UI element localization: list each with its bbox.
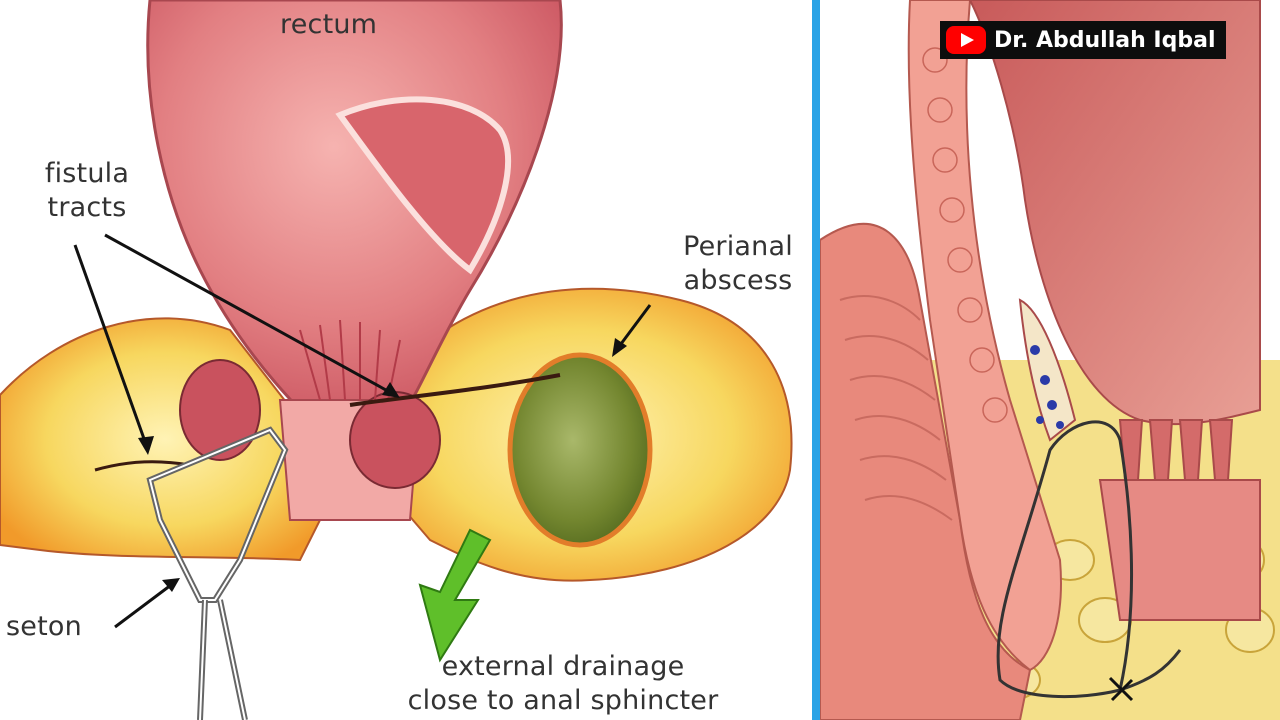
abscess-dots <box>1030 345 1064 429</box>
seton-thread-tail <box>1119 649 1182 692</box>
fistula-tracts-label: fistula tracts <box>22 157 152 225</box>
external-drainage-label: external drainage close to anal sphincte… <box>380 650 746 718</box>
seton-loop-inner <box>148 428 287 601</box>
external-drainage-label-line1: external drainage <box>441 651 685 682</box>
mucosal-folds <box>299 319 401 401</box>
anal-canal-right <box>1098 479 1261 621</box>
anal-columns <box>1118 419 1234 481</box>
channel-name: Dr. Abdullah Iqbal <box>994 27 1216 53</box>
fistula-tracts-label-line1: fistula <box>44 158 130 189</box>
right-sphincter <box>349 391 441 489</box>
seton-knot <box>1108 676 1134 702</box>
rectum-label: rectum <box>280 9 378 40</box>
seton-label: seton <box>6 611 82 642</box>
seton-tails <box>197 599 248 720</box>
perianal-abscess-label-line1: Perianal <box>683 231 793 262</box>
left-sphincter <box>179 359 261 461</box>
right-illustration-panel <box>820 0 1280 720</box>
mucosa-wall <box>907 0 1062 672</box>
left-illustration-panel: rectum fistula tracts Perianal abscess s… <box>0 0 806 720</box>
rectal-lumen <box>968 0 1261 426</box>
mucosa-cells <box>922 47 1008 423</box>
perianal-abscess <box>507 352 653 548</box>
fistula-pointer-2 <box>104 233 396 397</box>
perianal-abscess-label-line2: abscess <box>683 265 793 296</box>
external-drainage-label-line2: close to anal sphincter <box>407 685 719 716</box>
pointer-arrows <box>73 233 652 629</box>
drainage-arrow <box>418 528 492 663</box>
intersphincteric-abscess <box>1018 298 1077 442</box>
youtube-play-icon <box>946 26 986 54</box>
fistula-tract-line-left <box>94 460 191 472</box>
muscle-striations <box>839 295 953 521</box>
perianal-abscess-label: Perianal abscess <box>670 230 806 298</box>
channel-watermark: Dr. Abdullah Iqbal <box>940 21 1226 59</box>
fistula-tract-line <box>349 373 561 407</box>
fistula-pointer-1 <box>73 244 150 451</box>
rectal-fold <box>335 96 511 275</box>
right-anatomy-drawing <box>820 0 1280 720</box>
seton-pointer <box>114 580 176 629</box>
panel-divider <box>812 0 820 720</box>
fistula-tracts-label-line2: tracts <box>47 192 127 223</box>
left-anatomy-drawing <box>0 0 793 720</box>
